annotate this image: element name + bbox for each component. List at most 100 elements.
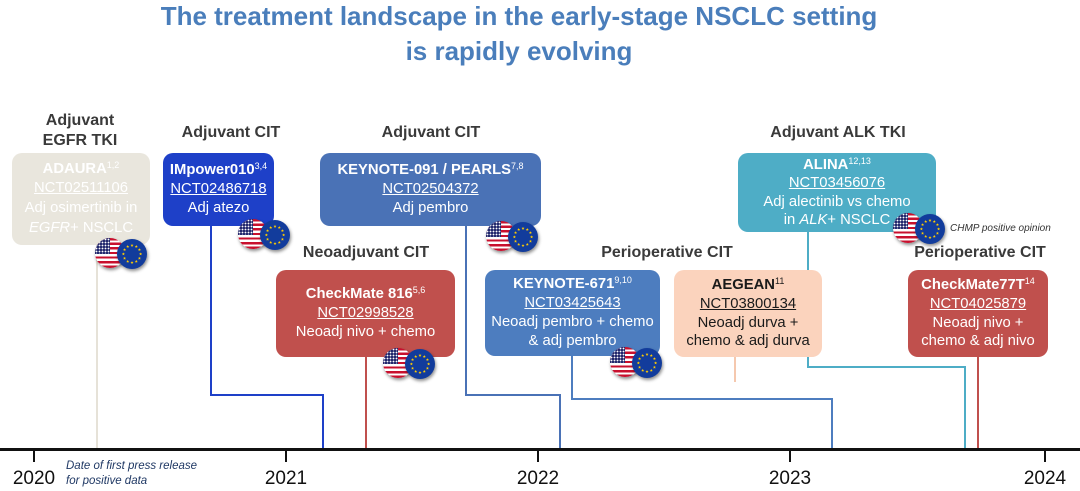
connector-line-keynote-671	[571, 356, 573, 400]
eu-star	[414, 369, 418, 373]
eu-star	[921, 223, 925, 226]
trial-nct-link[interactable]: NCT02486718	[170, 181, 267, 198]
eu-star	[525, 242, 529, 246]
timeline-axis	[0, 448, 1080, 451]
us-flag-canton	[238, 219, 253, 235]
connector-line-aegean	[734, 357, 736, 382]
eu-star	[126, 244, 130, 248]
eu-star	[121, 252, 125, 256]
trial-title: KEYNOTE-6719,10	[513, 275, 632, 294]
eu-star	[525, 227, 529, 231]
trial-name: AEGEAN	[711, 276, 775, 293]
connector-line-impower010	[210, 394, 324, 396]
trial-nct-link[interactable]: NCT03456076	[788, 175, 886, 191]
eu-star	[409, 362, 413, 366]
eu-star	[280, 229, 284, 232]
trial-desc: Adj alectinib vs chemo	[763, 193, 911, 210]
approval-flags	[486, 221, 540, 253]
trial-refs: 7,8	[510, 161, 524, 172]
trial-desc: Neoadj nivo + chemo	[295, 323, 436, 340]
eu-star	[530, 235, 534, 239]
eu-star	[277, 240, 281, 244]
header-adjuvant-cit: Adjuvant CIT	[381, 124, 481, 141]
trial-title: ADAURA1,2	[43, 160, 120, 180]
timeline-tick	[537, 448, 539, 462]
trial-name: KEYNOTE-671	[513, 276, 615, 293]
us-flag-canton	[95, 238, 110, 254]
trial-title: IMpower0103,4	[170, 161, 267, 180]
eu-star	[273, 224, 277, 228]
chmp-approval-note: CHMP positive opinion	[950, 223, 1051, 234]
timeline-tick	[285, 448, 287, 462]
trial-refs: 3,4	[254, 161, 268, 172]
trial-desc: Adj osimertinib in	[24, 200, 138, 216]
connector-line-adaura	[96, 245, 98, 449]
eu-star	[418, 371, 422, 374]
eu-star	[282, 233, 286, 237]
eu-star	[137, 256, 141, 260]
header-adjuvant-alk-tki: Adjuvant ALK TKI	[770, 124, 906, 141]
eu-stars	[919, 218, 941, 239]
eu-star	[652, 365, 656, 369]
connector-line-checkmate-77t	[977, 357, 979, 449]
eu-star	[269, 225, 273, 229]
eu-star	[134, 244, 138, 248]
trial-name: ADAURA	[42, 160, 107, 177]
eu-star	[266, 229, 270, 232]
eu-star	[649, 353, 653, 357]
eu-star	[517, 227, 521, 231]
gene-suffix: + NSCLC	[827, 212, 891, 228]
trial-nct-link[interactable]: NCT03800134	[699, 295, 797, 312]
trial-title: ALINA12,13	[803, 156, 871, 175]
year-label: 2021	[264, 468, 308, 489]
eu-stars	[512, 226, 534, 247]
header-perioperative-cit: Perioperative CIT	[601, 244, 733, 261]
eu-star	[528, 239, 532, 243]
eu-stars	[636, 352, 658, 373]
year-label: 2022	[516, 468, 560, 489]
eu-star	[422, 354, 426, 358]
connector-line-impower010	[210, 226, 212, 396]
eu-flag-icon	[405, 349, 435, 379]
eu-star	[928, 236, 932, 239]
header-line-2: EGFR TKI	[42, 132, 118, 149]
eu-star	[932, 219, 936, 223]
trial-card-adaura: ADAURA1,2 NCT02511106 Adj osimertinib in…	[12, 153, 150, 245]
trial-nct-link[interactable]: NCT03425643	[524, 295, 621, 312]
connector-line-alina	[964, 366, 966, 449]
approval-flags	[383, 348, 437, 380]
trial-refs: 12,13	[848, 155, 871, 166]
eu-star	[641, 368, 645, 372]
trial-card-aegean: AEGEAN11 NCT03800134 Neoadj durva + chem…	[674, 270, 822, 357]
eu-star	[654, 361, 658, 365]
trial-desc: Neoadj pembro + chemo	[491, 314, 654, 330]
trial-desc: chemo & adj durva	[686, 333, 810, 350]
eu-star	[517, 242, 521, 246]
header-adjuvant-cit: Adjuvant CIT	[181, 124, 281, 141]
eu-star	[427, 362, 431, 366]
title-line-2: is rapidly evolving	[405, 36, 633, 66]
eu-star	[528, 231, 532, 234]
trial-name: CheckMate77T	[921, 276, 1025, 293]
eu-star	[280, 237, 284, 241]
eu-star	[137, 248, 141, 251]
eu-star	[273, 242, 277, 245]
eu-star	[512, 235, 516, 239]
eu-flag-icon	[915, 214, 945, 244]
trial-card-keynote-091: KEYNOTE-091 / PEARLS7,8 NCT02504372 Adj …	[320, 153, 541, 226]
trial-card-checkmate-816: CheckMate 8165,6 NCT02998528 Neoadj nivo…	[276, 270, 455, 357]
eu-star	[123, 248, 127, 251]
eu-star	[414, 354, 418, 358]
trial-nct-link[interactable]: NCT02998528	[317, 305, 414, 322]
us-flag-canton	[383, 348, 398, 364]
trial-card-checkmate-77t: CheckMate77T14 NCT04025879 Neoadj nivo +…	[908, 270, 1048, 357]
trial-nct-link[interactable]: NCT02504372	[382, 181, 479, 198]
trial-nct-link[interactable]: NCT02511106	[33, 180, 129, 197]
eu-star	[645, 370, 649, 373]
eu-star	[130, 243, 134, 247]
trial-nct-link[interactable]: NCT04025879	[929, 295, 1027, 312]
trial-title: KEYNOTE-091 / PEARLS7,8	[337, 161, 523, 180]
eu-star	[638, 357, 642, 360]
eu-stars	[121, 243, 143, 264]
connector-line-keynote-091	[559, 394, 561, 449]
